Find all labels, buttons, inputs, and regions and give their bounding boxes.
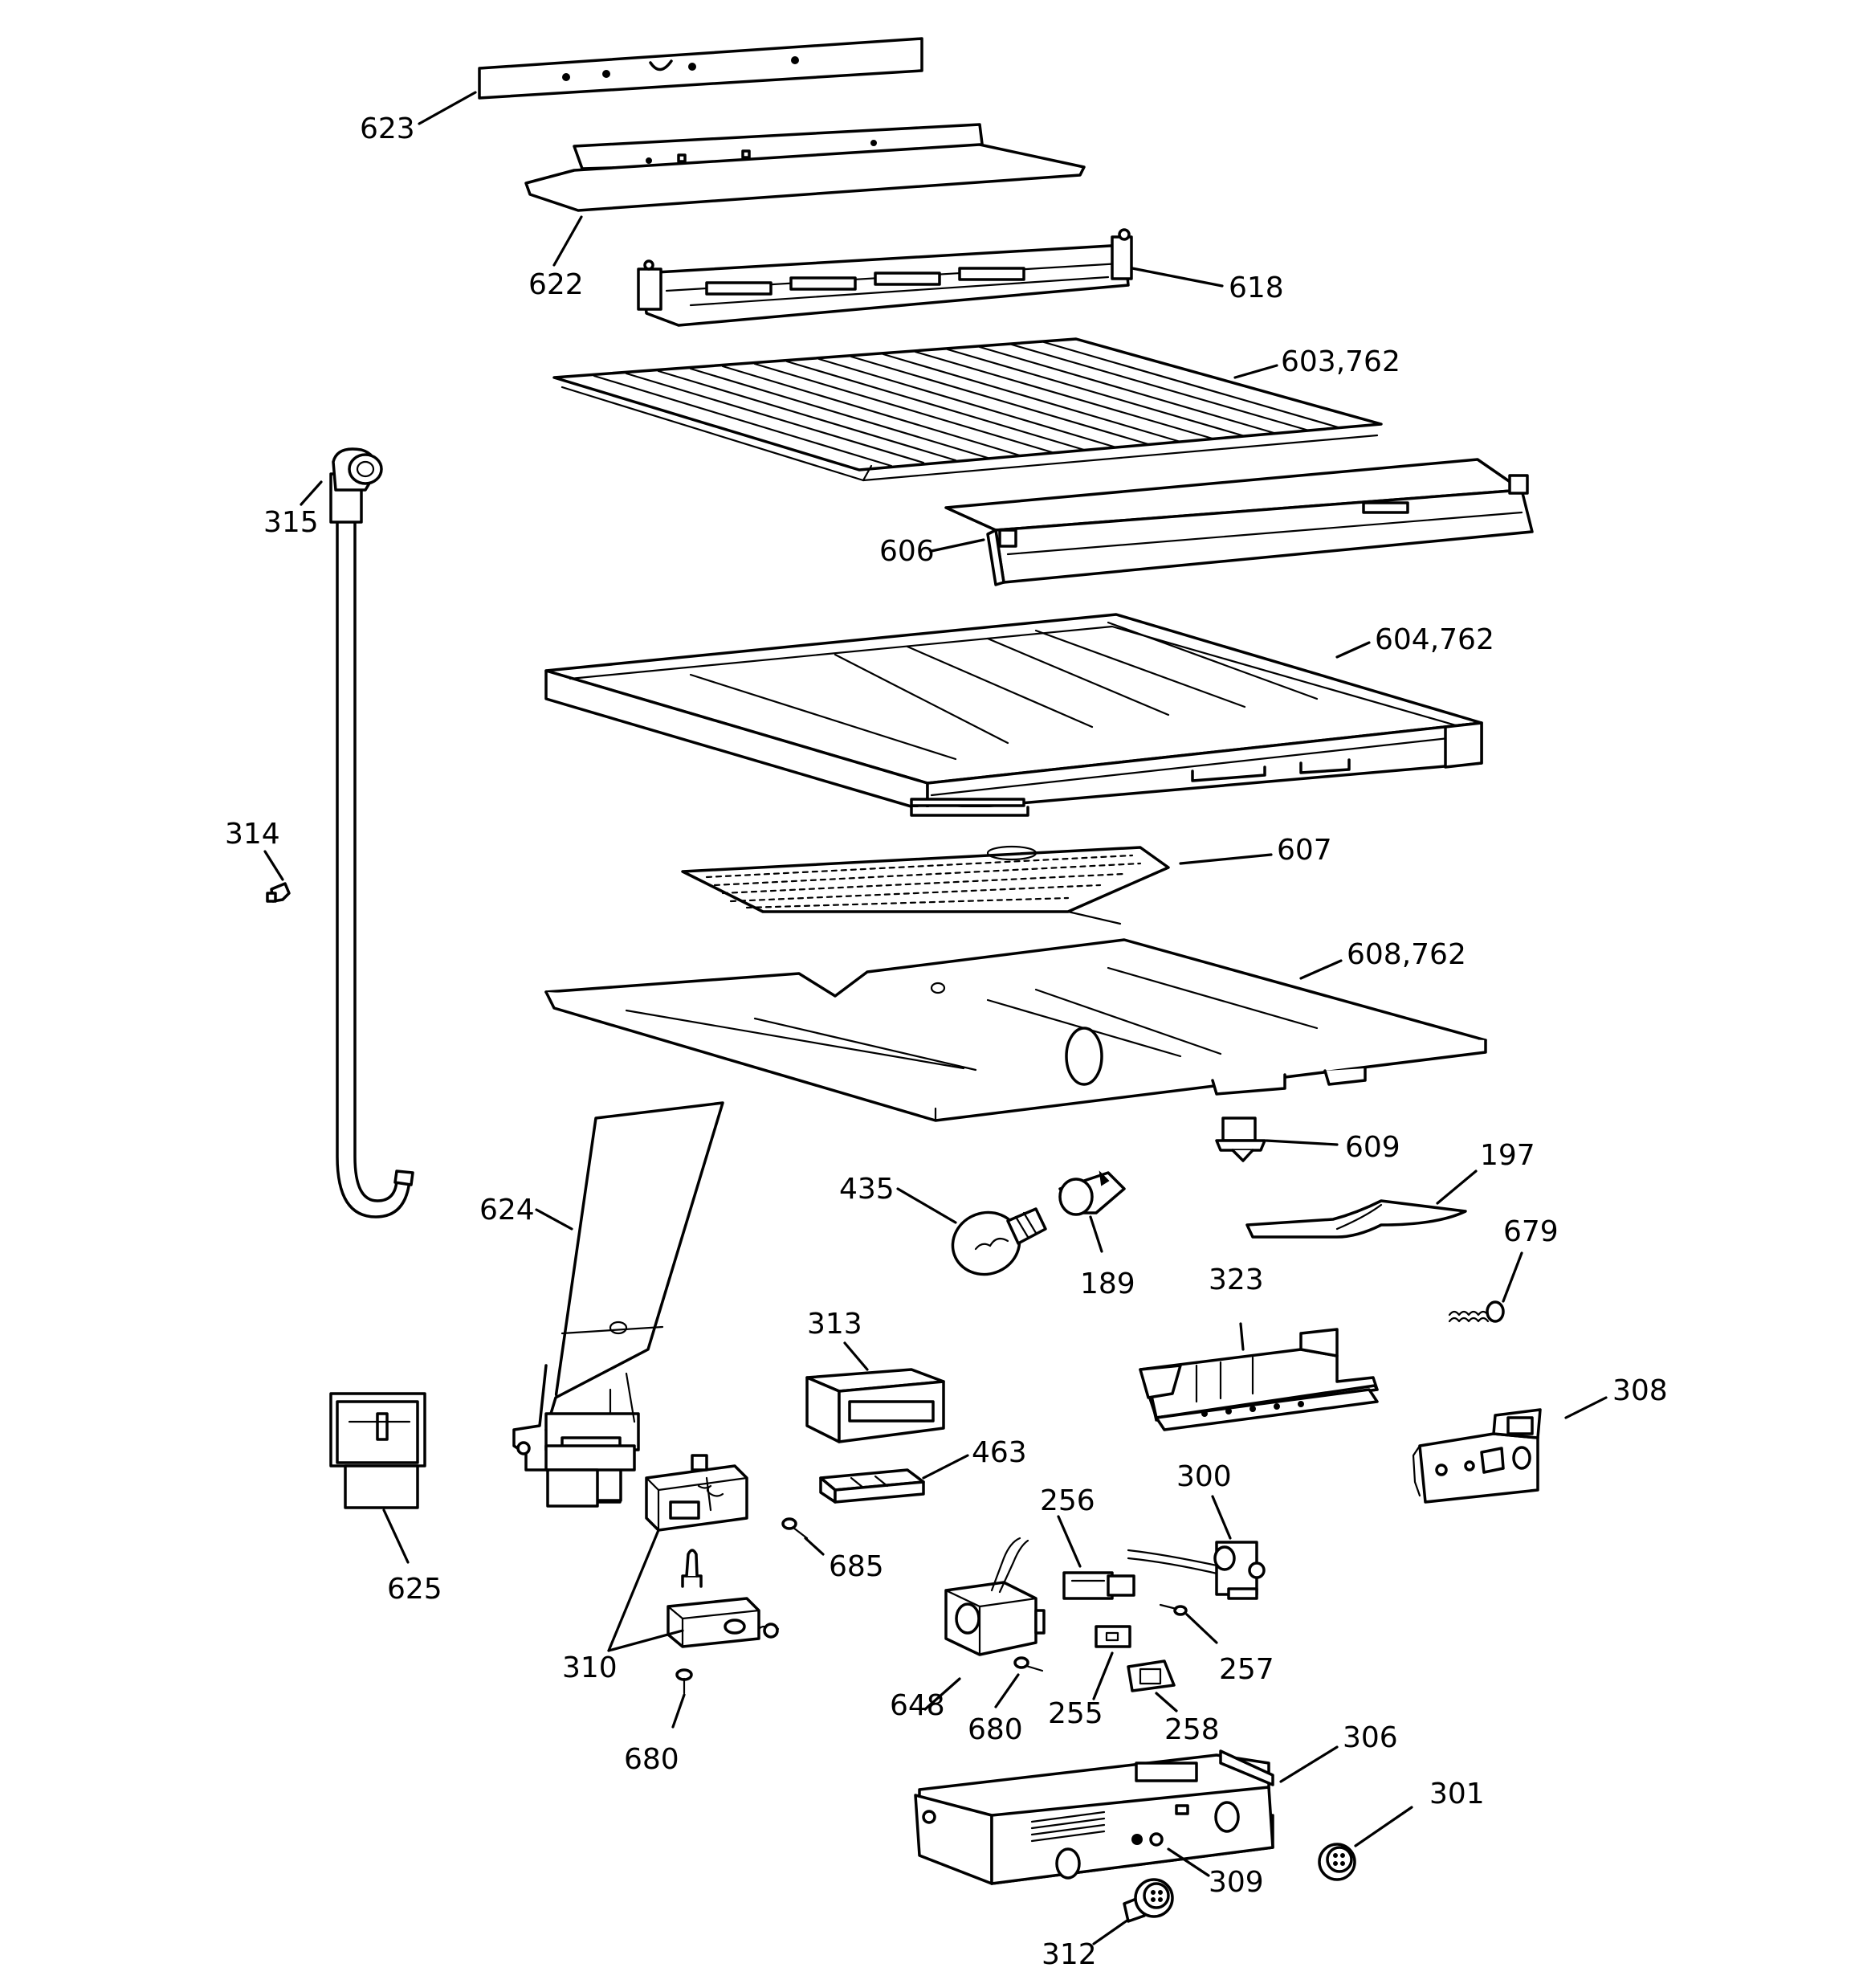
part-685-screw: [781, 1517, 809, 1540]
part-607-grille: [681, 845, 1170, 925]
callout-623: 623: [360, 112, 415, 145]
callout-labels: 623 622 618 603,762 315 606 604,762 314 …: [225, 112, 1668, 1971]
part-625-housing: [329, 1392, 426, 1509]
part-255-pad: [1095, 1625, 1131, 1648]
callout-680-mid: 680: [968, 1713, 1023, 1746]
part-609-clip: [1215, 1116, 1266, 1162]
part-306-housing: [914, 1749, 1274, 1885]
callout-685: 685: [829, 1550, 884, 1583]
callout-301: 301: [1429, 1778, 1485, 1810]
part-256-switch: [1062, 1571, 1135, 1600]
shelf-603-wires: [593, 341, 1343, 467]
part-310-assembly: [645, 1454, 780, 1648]
callout-315: 315: [263, 506, 319, 539]
part-624-shield: [512, 1101, 724, 1508]
callout-312: 312: [1042, 1938, 1097, 1971]
divider-604-ribs: [689, 621, 1319, 761]
part-623-strip: [478, 37, 923, 100]
part-679-spring: [1448, 1300, 1505, 1323]
callout-257: 257: [1219, 1653, 1274, 1686]
part-189-socket: [1058, 1170, 1126, 1216]
callout-679: 679: [1503, 1215, 1559, 1248]
part-606-pan: [944, 458, 1534, 586]
callout-604-762: 604,762: [1375, 623, 1494, 656]
housing-306-vents: [1030, 1810, 1106, 1843]
callout-189: 189: [1080, 1268, 1135, 1300]
part-435-bulb: [951, 1207, 1047, 1276]
part-197-strap: [1245, 1199, 1467, 1239]
part-315-drain-tube: [329, 447, 414, 1219]
callout-625: 625: [387, 1573, 442, 1606]
part-300-thermostat: [1127, 1541, 1266, 1600]
part-463-block: [819, 1468, 925, 1504]
callout-197: 197: [1480, 1139, 1535, 1172]
callout-258: 258: [1164, 1713, 1220, 1746]
callout-463: 463: [972, 1436, 1027, 1469]
part-604-divider: [544, 613, 1483, 817]
callout-300: 300: [1176, 1460, 1232, 1493]
part-323-bracket: [1139, 1328, 1379, 1431]
part-308-plate: [1412, 1408, 1542, 1504]
part-680-screw-mid: [1013, 1656, 1044, 1672]
part-603-shelf: [552, 337, 1383, 482]
callout-313: 313: [807, 1308, 862, 1341]
part-301-knob: [1318, 1843, 1356, 1881]
callout-256: 256: [1040, 1484, 1095, 1517]
callout-606: 606: [879, 535, 935, 568]
callout-609: 609: [1345, 1131, 1400, 1164]
callout-680-left: 680: [624, 1743, 679, 1776]
callout-435: 435: [839, 1173, 895, 1206]
part-258-pad: [1127, 1659, 1176, 1692]
callout-306: 306: [1343, 1721, 1398, 1754]
callout-310: 310: [562, 1651, 618, 1684]
part-312-knob: [1123, 1878, 1174, 1923]
callout-624: 624: [479, 1194, 535, 1227]
callout-309: 309: [1209, 1866, 1264, 1899]
part-648-relay: [944, 1537, 1046, 1656]
part-313-box: [805, 1368, 945, 1443]
callout-255: 255: [1048, 1697, 1103, 1730]
callout-607: 607: [1277, 834, 1332, 867]
callout-323: 323: [1209, 1263, 1264, 1296]
callout-618: 618: [1229, 271, 1284, 304]
callout-308: 308: [1612, 1374, 1668, 1407]
callout-314: 314: [225, 818, 280, 851]
grille-607-hatch: [705, 854, 1142, 909]
callout-622: 622: [528, 268, 584, 301]
part-257-screw: [1159, 1603, 1188, 1616]
leader-lines: [263, 91, 1608, 1945]
callout-603-762: 603,762: [1281, 345, 1400, 378]
part-680-screw-left: [675, 1668, 693, 1695]
callout-608-762: 608,762: [1347, 938, 1466, 971]
callout-648: 648: [890, 1689, 945, 1722]
part-608-cover: [544, 938, 1487, 1122]
part-314-clip: [266, 882, 291, 903]
part-618-bracket: [637, 228, 1133, 327]
part-622-cover: [524, 123, 1086, 212]
